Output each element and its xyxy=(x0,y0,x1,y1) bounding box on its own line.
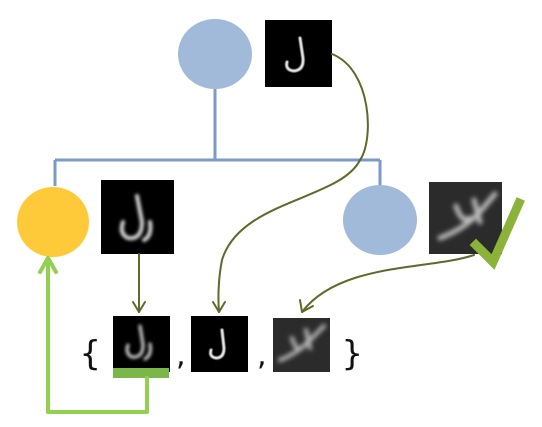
arrow-right-thumb-to-set xyxy=(299,254,475,313)
close-brace: } xyxy=(342,334,362,374)
root-thumbnail xyxy=(265,20,332,87)
checkmark-icon xyxy=(469,197,525,270)
set-item-1 xyxy=(113,316,170,372)
arrow-left-thumb-to-set xyxy=(132,253,146,313)
selection-bar xyxy=(113,368,169,378)
dark-arrows xyxy=(132,53,475,313)
set-item-3 xyxy=(273,318,330,372)
set-item-2 xyxy=(191,316,248,372)
right-child-node xyxy=(343,185,417,255)
right-thumbnail xyxy=(429,182,502,254)
separator-1: , xyxy=(176,338,186,373)
arrow-root-thumb-to-set xyxy=(212,53,369,313)
left-thumbnail xyxy=(101,180,174,254)
separator-2: , xyxy=(257,338,267,373)
feedback-arrow xyxy=(38,256,149,414)
tree-edges xyxy=(53,88,382,186)
root-node xyxy=(178,19,252,89)
left-child-node xyxy=(17,187,89,257)
open-brace: { xyxy=(80,334,100,374)
